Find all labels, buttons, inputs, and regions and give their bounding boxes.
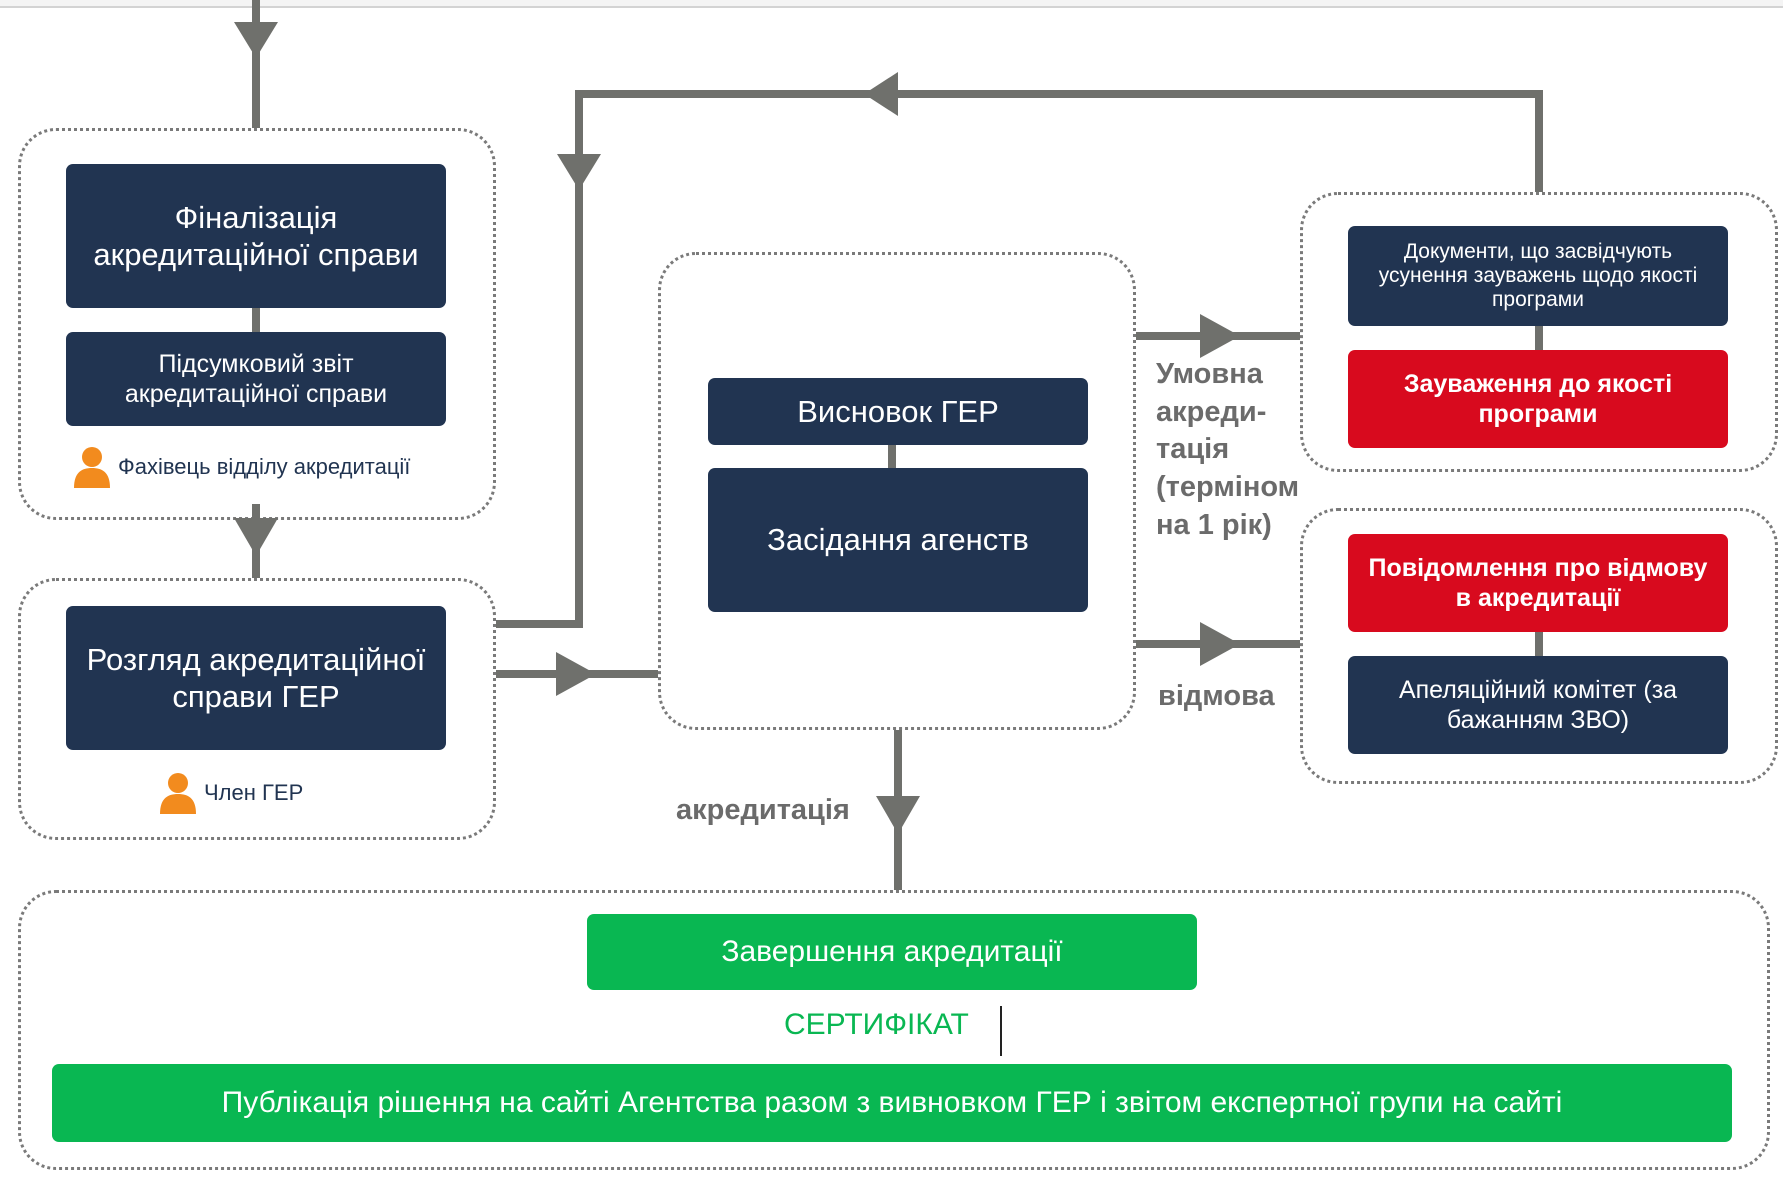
role-accreditation-specialist: Фахівець відділу акредитації xyxy=(72,446,410,488)
documents-box: Документи, що засвідчують усунення заува… xyxy=(1348,226,1728,326)
ger-conclusion-box: Висновок ГЕР xyxy=(708,378,1088,445)
arrow-down-between xyxy=(234,518,278,556)
arrow-down-top xyxy=(234,22,278,58)
text-cursor xyxy=(1000,1006,1002,1056)
completion-box: Завершення акредитації xyxy=(587,914,1197,990)
accreditation-label: акредитація xyxy=(676,794,850,826)
quality-remarks-box: Зауваження до якості програми xyxy=(1348,350,1728,448)
role-ger-member: Член ГЕР xyxy=(158,772,303,814)
review-box: Розгляд акредитаційної справи ГЕР xyxy=(66,606,446,750)
refusal-notice-box: Повідомлення про відмову в акредитації xyxy=(1348,534,1728,632)
person-icon xyxy=(74,447,110,488)
arrow-right-conditional xyxy=(1200,314,1240,358)
refusal-label: відмова xyxy=(1158,680,1275,712)
appeal-committee-box: Апеляційний комітет (за бажанням ЗВО) xyxy=(1348,656,1728,754)
agency-meeting-box: Засідання агенств xyxy=(708,468,1088,612)
person-icon xyxy=(160,773,196,814)
publication-box: Публікація рішення на сайті Агентства ра… xyxy=(52,1064,1732,1142)
role-label: Фахівець відділу акредитації xyxy=(118,454,411,479)
arrow-right-to-agency xyxy=(556,652,596,696)
conditional-accreditation-label: Умовна акреди- тація (терміном на 1 рік) xyxy=(1156,358,1300,541)
arrow-down-accreditation xyxy=(876,796,920,834)
arrow-left-feedback xyxy=(864,72,898,116)
role-label: Член ГЕР xyxy=(204,780,304,805)
arrow-down-feedback xyxy=(557,154,601,190)
certificate-label: СЕРТИФІКАТ xyxy=(784,1008,969,1041)
final-report-box: Підсумковий звіт акредитаційної справи xyxy=(66,332,446,426)
top-border xyxy=(0,0,1783,8)
finalization-box: Фіналізація акредитаційної справи xyxy=(66,164,446,308)
arrow-right-refusal xyxy=(1200,622,1240,666)
